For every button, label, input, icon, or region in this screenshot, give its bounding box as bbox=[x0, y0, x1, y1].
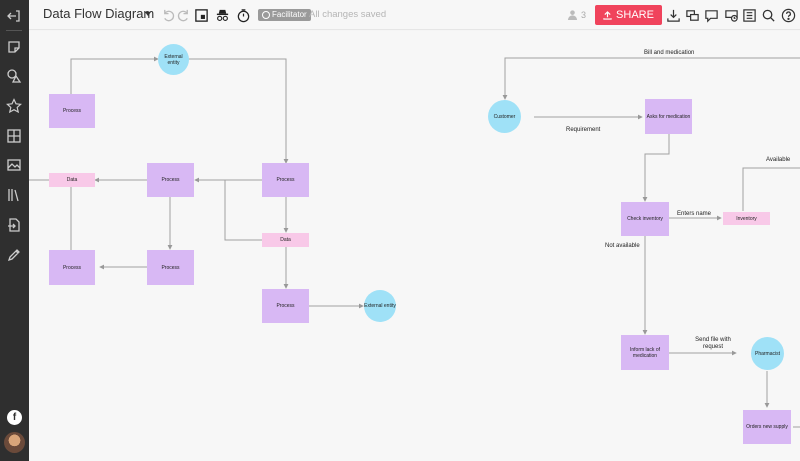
process-node[interactable]: Process bbox=[49, 250, 95, 285]
share-label: SHARE bbox=[616, 9, 654, 21]
sticky-note-icon[interactable] bbox=[5, 38, 23, 56]
process-node[interactable]: Process bbox=[262, 163, 309, 197]
edge-label: Not available bbox=[605, 243, 640, 249]
list-icon[interactable] bbox=[741, 7, 757, 23]
import-icon[interactable] bbox=[5, 216, 23, 234]
connector bbox=[742, 167, 800, 211]
chevron-down-icon[interactable] bbox=[143, 9, 153, 19]
sidebar-divider bbox=[6, 30, 22, 31]
spy-icon[interactable] bbox=[214, 7, 230, 23]
process-node[interactable]: Process bbox=[147, 163, 194, 197]
avatar[interactable] bbox=[4, 432, 25, 453]
process-node[interactable]: Orders new supply bbox=[743, 410, 791, 444]
pencil-icon[interactable] bbox=[5, 246, 23, 264]
data-store-node[interactable]: Data bbox=[262, 233, 309, 247]
save-status: All changes saved bbox=[309, 9, 387, 20]
top-toolbar: Data Flow Diagram Facilitator All change… bbox=[29, 0, 800, 30]
timer-icon[interactable] bbox=[235, 7, 251, 23]
connectors bbox=[29, 56, 800, 428]
diagram-canvas[interactable]: Process External entity Data Process Pro… bbox=[29, 31, 800, 461]
edge-label: Bill and medication bbox=[644, 50, 695, 56]
process-node[interactable]: Process bbox=[262, 289, 309, 323]
redo-icon[interactable] bbox=[175, 7, 191, 23]
external-entity-node[interactable]: External entity bbox=[158, 44, 189, 75]
process-node[interactable]: Process bbox=[49, 94, 95, 128]
users-indicator[interactable]: 3 bbox=[567, 9, 586, 20]
edge-label: Available bbox=[766, 157, 791, 163]
process-node[interactable]: Inform lack of medication bbox=[621, 335, 669, 370]
edge-label: Requirement bbox=[566, 127, 601, 133]
search-icon[interactable] bbox=[760, 7, 776, 23]
data-store-node[interactable]: Data bbox=[49, 173, 95, 187]
upload-icon bbox=[603, 10, 612, 20]
edge-label: Enters name bbox=[677, 211, 712, 217]
facilitator-badge[interactable]: Facilitator bbox=[258, 9, 311, 21]
connector bbox=[70, 56, 159, 94]
history-icon[interactable] bbox=[723, 7, 739, 23]
board-title[interactable]: Data Flow Diagram bbox=[43, 6, 155, 21]
star-icon[interactable] bbox=[5, 97, 23, 115]
connector bbox=[642, 134, 670, 202]
export-icon[interactable] bbox=[665, 7, 681, 23]
external-entity-node[interactable]: External entity bbox=[364, 290, 396, 322]
user-count: 3 bbox=[581, 9, 587, 20]
share-button[interactable]: SHARE bbox=[595, 5, 662, 25]
edge-label: Send file with request bbox=[695, 337, 731, 351]
left-sidebar: f bbox=[0, 0, 29, 461]
connector bbox=[224, 180, 262, 241]
connector bbox=[187, 58, 289, 164]
process-node[interactable]: Process bbox=[147, 250, 194, 285]
activity-icon[interactable] bbox=[684, 7, 700, 23]
user-icon bbox=[567, 10, 578, 20]
undo-icon[interactable] bbox=[160, 7, 176, 23]
help-icon[interactable] bbox=[780, 7, 796, 23]
comment-icon[interactable] bbox=[703, 7, 719, 23]
process-node[interactable]: Asks for medication bbox=[645, 99, 692, 134]
grid-icon[interactable] bbox=[5, 127, 23, 145]
connector bbox=[502, 57, 800, 100]
shapes-icon[interactable] bbox=[5, 67, 23, 85]
customer-entity-node[interactable]: Customer bbox=[488, 100, 521, 133]
frame-icon[interactable] bbox=[193, 7, 209, 23]
pharmacist-entity-node[interactable]: Pharmacist bbox=[751, 337, 784, 370]
library-icon[interactable] bbox=[5, 186, 23, 204]
process-node[interactable]: Check inventory bbox=[621, 202, 669, 236]
facebook-icon[interactable]: f bbox=[7, 410, 22, 425]
image-icon[interactable] bbox=[5, 156, 23, 174]
exit-icon[interactable] bbox=[5, 7, 23, 25]
data-store-node[interactable]: Inventory bbox=[723, 212, 770, 225]
